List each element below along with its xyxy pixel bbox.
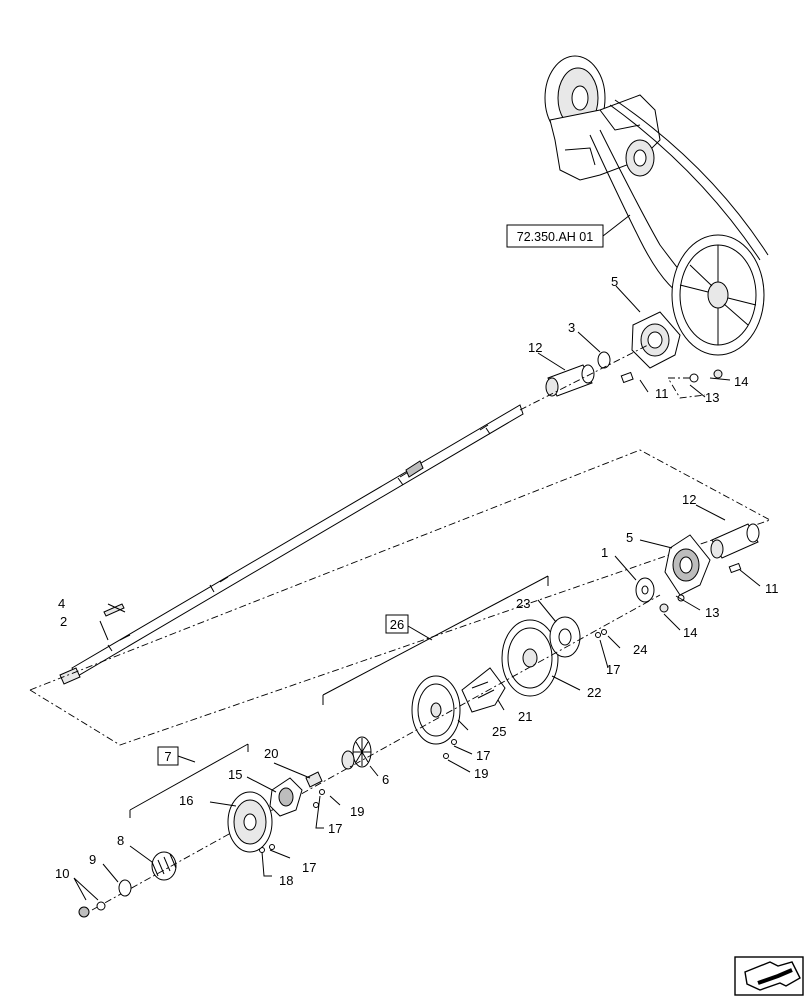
spacer-tube-lower — [710, 523, 760, 559]
washer-part-9 — [118, 879, 132, 897]
callout-12-top[interactable]: 12 — [528, 340, 542, 355]
hub-clutch — [461, 667, 506, 713]
page-navigation-arrow-icon[interactable] — [734, 956, 804, 996]
svg-text:72.350.AH 01: 72.350.AH 01 — [517, 230, 593, 244]
callout-17-d[interactable]: 17 — [302, 860, 316, 875]
shaft-key — [103, 603, 125, 617]
callout-3[interactable]: 3 — [568, 320, 575, 335]
callout-11-bottom[interactable]: 11 — [765, 581, 779, 596]
callout-15[interactable]: 15 — [228, 767, 242, 782]
callout-14-bottom[interactable]: 14 — [683, 625, 697, 640]
callout-1[interactable]: 1 — [601, 545, 608, 560]
callout-9[interactable]: 9 — [89, 852, 96, 867]
group-26-label[interactable]: 26 — [385, 614, 409, 634]
reference-label[interactable]: 72.350.AH 01 — [506, 224, 604, 248]
callout-21[interactable]: 21 — [518, 709, 532, 724]
callout-17-a[interactable]: 17 — [606, 662, 620, 677]
callout-17-b[interactable]: 17 — [476, 748, 490, 763]
drive-pulley-small — [411, 675, 461, 745]
callout-11-top[interactable]: 11 — [655, 386, 669, 401]
callout-13-top[interactable]: 13 — [705, 390, 719, 405]
callout-16[interactable]: 16 — [179, 793, 193, 808]
callout-23[interactable]: 23 — [516, 596, 530, 611]
callout-5-bottom[interactable]: 5 — [626, 530, 633, 545]
callout-8[interactable]: 8 — [117, 833, 124, 848]
svg-text:7: 7 — [164, 749, 171, 764]
bearing-flange-upper — [631, 311, 681, 369]
callout-5-top[interactable]: 5 — [611, 274, 618, 289]
callout-12-bottom[interactable]: 12 — [682, 492, 696, 507]
spring-part-8 — [151, 851, 177, 881]
hardware-dash-upper — [667, 377, 706, 399]
callout-10[interactable]: 10 — [55, 866, 69, 881]
leader-lines — [73, 285, 761, 901]
callout-13-bottom[interactable]: 13 — [705, 605, 719, 620]
upper-centerline — [519, 344, 649, 411]
lower-centerline — [91, 594, 661, 911]
washer-lower — [635, 577, 655, 603]
nut-lower — [659, 594, 685, 613]
group-7-label[interactable]: 7 — [157, 746, 179, 766]
callout-25[interactable]: 25 — [492, 724, 506, 739]
callout-17-c[interactable]: 17 — [328, 821, 342, 836]
drive-pulley-large — [501, 619, 559, 697]
callout-6[interactable]: 6 — [382, 772, 389, 787]
nut-washer-upper — [689, 369, 723, 383]
snap-ring-upper — [597, 351, 611, 369]
bolt-lower — [728, 562, 742, 574]
group-7-bracket — [129, 743, 249, 811]
reference-leader — [602, 214, 631, 237]
group-26-bracket — [322, 575, 549, 696]
callouts: 5 3 12 11 14 13 12 5 1 11 13 14 4 2 23 1… — [55, 274, 779, 888]
group-outline — [29, 449, 771, 746]
callout-22[interactable]: 22 — [587, 685, 601, 700]
bolt-upper — [620, 371, 634, 384]
callout-2[interactable]: 2 — [60, 614, 67, 629]
callout-14-top[interactable]: 14 — [734, 374, 748, 389]
callout-20[interactable]: 20 — [264, 746, 278, 761]
cam-follower — [341, 736, 372, 770]
main-shaft — [59, 404, 524, 685]
spacer-tube-upper — [545, 364, 595, 397]
callout-4[interactable]: 4 — [58, 596, 65, 611]
plate-spacer — [549, 616, 581, 658]
hub-part-15 — [269, 777, 303, 817]
svg-text:26: 26 — [390, 617, 404, 632]
nut-part-10 — [78, 901, 106, 918]
bearing-flange-lower — [664, 534, 711, 596]
sleeve-part-20 — [305, 771, 323, 788]
callout-19-b[interactable]: 19 — [350, 804, 364, 819]
callout-19-a[interactable]: 19 — [474, 766, 488, 781]
sheave-part-16 — [227, 791, 273, 853]
belt-drive-assembly — [544, 55, 769, 356]
callout-18[interactable]: 18 — [279, 873, 293, 888]
callout-24[interactable]: 24 — [633, 642, 647, 657]
